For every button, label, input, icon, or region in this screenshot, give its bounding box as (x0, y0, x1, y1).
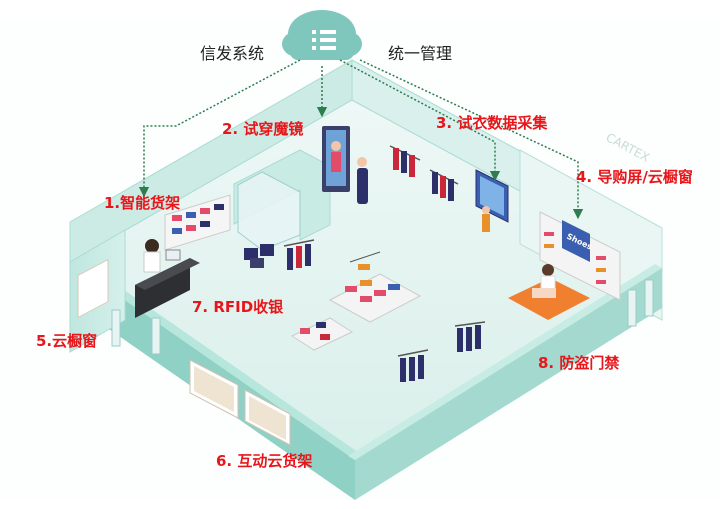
label-interactive-shelf: 6. 互动云货架 (216, 452, 313, 470)
label-anti-theft-gate: 8. 防盗门禁 (538, 354, 620, 372)
guide-screen-shoes: Shoes (539, 211, 621, 301)
gift-boxes (244, 244, 274, 268)
label-guide-screen: 4. 导购屏/云橱窗 (576, 168, 693, 186)
label-magic-mirror: 2. 试穿魔镜 (222, 120, 304, 138)
fitting-data-screen (475, 169, 509, 232)
rfid-checkout-counter (135, 239, 200, 318)
smart-shelf (164, 194, 231, 251)
clothes-rack-back (389, 145, 459, 201)
clothes-rack-middle (283, 239, 315, 270)
label-fitting-data: 3. 试衣数据采集 (436, 114, 548, 132)
connector-guide (359, 59, 584, 220)
front-right-wall (355, 268, 662, 500)
anti-theft-gate (111, 279, 654, 355)
cloud-window-display (77, 258, 109, 319)
cloud-right-label: 统一管理 (388, 44, 453, 63)
connector-lines (138, 59, 584, 220)
label-smart-shelf: 1.智能货架 (104, 194, 181, 212)
seated-customer (508, 264, 590, 320)
cloud-left-label: 信发系统 (200, 44, 265, 63)
cloud-icon (282, 10, 362, 60)
label-cloud-window: 5.云橱窗 (36, 332, 98, 350)
connector-shelf (138, 59, 301, 198)
center-display-tables (290, 251, 422, 351)
clothes-rack-front (397, 321, 486, 382)
right-wall (519, 149, 663, 321)
interactive-shelf-panels (189, 359, 291, 446)
front-right-wall-top (348, 264, 662, 460)
magic-mirror (322, 126, 368, 204)
label-rfid-checkout: 7. RFID收银 (192, 298, 284, 316)
glass-display-case (237, 171, 301, 251)
